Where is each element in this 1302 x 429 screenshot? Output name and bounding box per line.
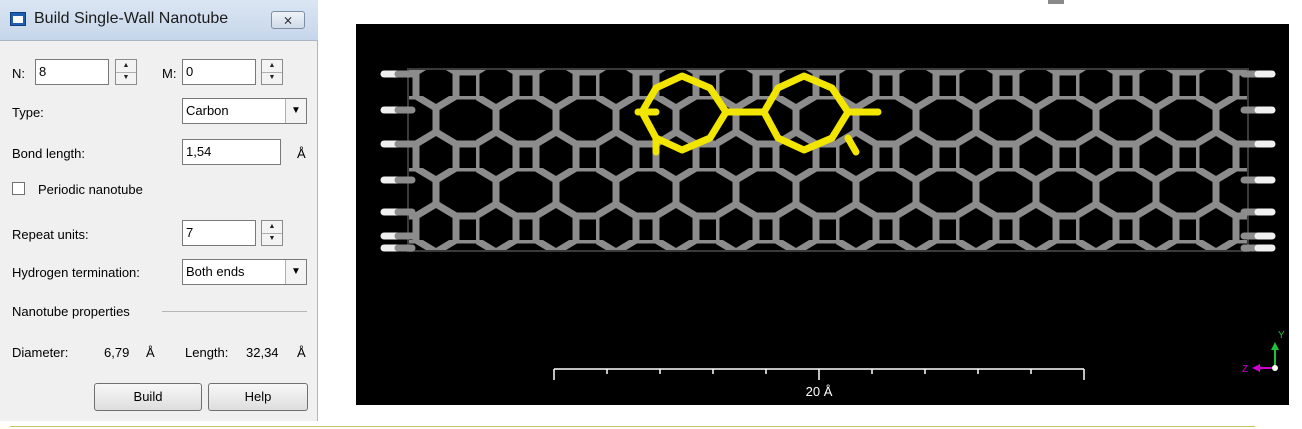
repeat-units-spinner[interactable]: ▲ ▼ <box>261 220 283 246</box>
chevron-down-icon[interactable]: ▼ <box>285 99 306 123</box>
properties-header: Nanotube properties <box>12 304 130 319</box>
window-app-icon <box>10 12 26 26</box>
viewer-canvas[interactable]: 20 Å Y Z <box>356 24 1289 405</box>
n-spin-down-icon[interactable]: ▼ <box>122 74 130 81</box>
length-unit: Å <box>297 345 306 360</box>
repeat-spin-down-icon[interactable]: ▼ <box>268 235 276 242</box>
type-value: Carbon <box>186 103 229 118</box>
highlighted-rings <box>634 72 882 156</box>
hydrogen-termination-select[interactable]: Both ends ▼ <box>182 259 307 285</box>
window-edge-fragment <box>1048 0 1064 4</box>
repeat-spin-up-icon[interactable]: ▲ <box>262 221 282 234</box>
axis-z-label: Z <box>1242 364 1248 375</box>
axis-y-label: Y <box>1278 330 1285 341</box>
bond-length-unit: Å <box>297 146 306 161</box>
bottom-divider <box>10 426 1255 427</box>
diameter-label: Diameter: <box>12 345 69 360</box>
bond-length-label: Bond length: <box>12 146 86 161</box>
type-label: Type: <box>12 105 44 120</box>
type-select[interactable]: Carbon ▼ <box>182 98 307 124</box>
nanotube-model[interactable] <box>380 68 1276 252</box>
bond-length-input[interactable]: 1,54 <box>182 139 281 165</box>
chevron-down-icon[interactable]: ▼ <box>285 260 306 284</box>
m-spin-down-icon[interactable]: ▼ <box>268 74 276 81</box>
dialog-title: Build Single-Wall Nanotube <box>34 10 229 27</box>
scale-bar-label: 20 Å <box>806 384 833 399</box>
hydrogen-caps-right <box>1240 70 1276 252</box>
molecule-viewer[interactable]: 20 Å Y Z <box>356 24 1289 405</box>
periodic-checkbox[interactable] <box>12 182 25 195</box>
axis-triad-icon <box>1252 342 1279 372</box>
nanotube-dialog: Build Single-Wall Nanotube ⨯ N: 8 ▲ ▼ M:… <box>0 0 318 421</box>
diameter-unit: Å <box>146 345 155 360</box>
n-spinner[interactable]: ▲ ▼ <box>115 59 137 85</box>
n-input[interactable]: 8 <box>35 59 109 85</box>
close-button[interactable]: ⨯ <box>271 11 305 29</box>
length-value: 32,34 <box>246 345 279 360</box>
hydrogen-termination-value: Both ends <box>186 264 245 279</box>
periodic-label[interactable]: Periodic nanotube <box>38 182 143 197</box>
m-spinner[interactable]: ▲ ▼ <box>261 59 283 85</box>
m-spin-up-icon[interactable]: ▲ <box>262 60 282 73</box>
repeat-units-label: Repeat units: <box>12 227 89 242</box>
carbon-lattice <box>408 69 1248 251</box>
diameter-value: 6,79 <box>104 345 130 360</box>
n-spin-up-icon[interactable]: ▲ <box>116 60 136 73</box>
properties-divider <box>162 311 307 312</box>
m-input[interactable]: 0 <box>182 59 256 85</box>
scale-bar <box>553 368 1085 380</box>
m-label: M: <box>162 66 177 81</box>
hydrogen-termination-label: Hydrogen termination: <box>12 265 140 280</box>
length-label: Length: <box>185 345 229 360</box>
repeat-units-input[interactable]: 7 <box>182 220 256 246</box>
dialog-titlebar[interactable]: Build Single-Wall Nanotube ⨯ <box>0 0 318 41</box>
tube-outline <box>407 68 1249 252</box>
n-label: N: <box>12 66 25 81</box>
build-button[interactable]: Build <box>94 383 202 411</box>
hydrogen-caps-left <box>380 70 416 252</box>
help-button[interactable]: Help <box>208 383 308 411</box>
